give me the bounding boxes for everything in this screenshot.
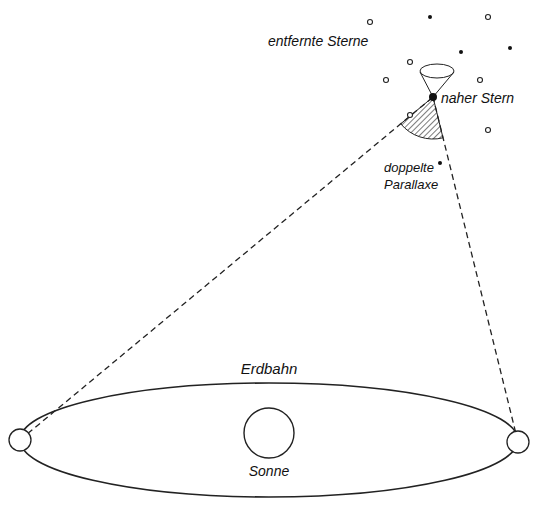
star-path-ellipse [420,64,454,78]
cone-line [420,72,433,97]
sight-line [433,97,518,442]
near-star [429,93,437,101]
orbit-label: Erdbahn [241,360,298,377]
parallax-angle [401,97,443,139]
earth-orbit: ErdbahnSonne [8,358,530,508]
distant-stars-label: entfernte Sterne [268,32,408,50]
near-star-label: naher Stern [441,89,536,107]
distant-stars [368,15,491,133]
earth-position [9,429,31,451]
sun-label: Sonne [242,463,296,479]
sun-circle-shape [242,407,296,459]
parallax-label: doppelte Parallaxe [384,160,446,194]
earth-position [507,431,529,453]
sun-circle: Sonne [242,407,296,479]
